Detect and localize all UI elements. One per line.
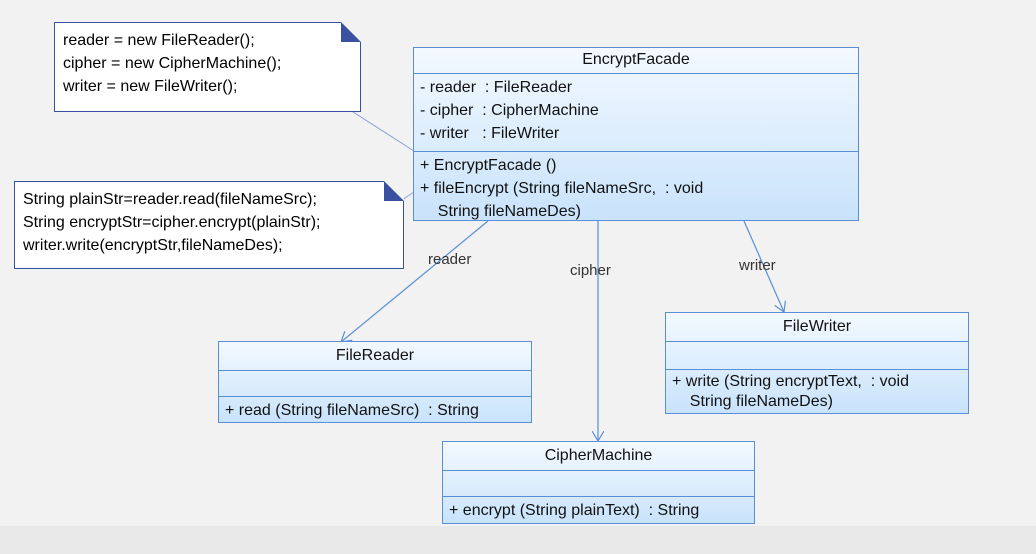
class-file-reader[interactable]: FileReader + read (String fileNameSrc) :… (218, 341, 532, 423)
class-name: EncryptFacade (414, 48, 858, 74)
note-line: String encryptStr=cipher.encrypt(plainSt… (23, 214, 321, 231)
note-line: reader = new FileReader(); (63, 32, 255, 49)
association-reader-line (341, 220, 489, 342)
operation-row: + EncryptFacade () (420, 157, 557, 174)
attributes-compartment: - reader : FileReader - cipher : CipherM… (414, 74, 858, 152)
note-line: writer = new FileWriter(); (63, 78, 238, 95)
operations-compartment: + read (String fileNameSrc) : String (219, 397, 531, 424)
note-line: writer.write(encryptStr,fileNameDes); (23, 237, 283, 254)
operation-row: + encrypt (String plainText) : String (449, 502, 700, 519)
class-file-writer[interactable]: FileWriter + write (String encryptText, … (665, 312, 969, 414)
operation-row: String fileNameDes) (672, 393, 833, 410)
association-label-cipher: cipher (570, 262, 611, 279)
association-label-writer: writer (739, 257, 776, 274)
class-name: FileWriter (666, 313, 968, 342)
attribute-row: - reader : FileReader (420, 79, 573, 96)
operation-row: String fileNameDes) (420, 203, 581, 220)
attributes-compartment (443, 471, 754, 497)
note-line: String plainStr=reader.read(fileNameSrc)… (23, 191, 317, 208)
association-writer-line (743, 220, 784, 312)
association-label-reader: reader (428, 251, 472, 268)
class-name: CipherMachine (443, 442, 754, 471)
canvas-bottom-strip (0, 526, 1036, 554)
note-fold-corner (341, 22, 361, 42)
operation-row: + read (String fileNameSrc) : String (225, 402, 479, 419)
attribute-row: - cipher : CipherMachine (420, 102, 599, 119)
note-file-encrypt: String plainStr=reader.read(fileNameSrc)… (14, 181, 404, 269)
operation-row: + fileEncrypt (String fileNameSrc, : voi… (420, 180, 704, 197)
attributes-compartment (219, 371, 531, 397)
class-encrypt-facade[interactable]: EncryptFacade - reader : FileReader - ci… (413, 47, 859, 221)
operations-compartment: + encrypt (String plainText) : String (443, 497, 754, 524)
note-line: cipher = new CipherMachine(); (63, 55, 282, 72)
class-name: FileReader (219, 342, 531, 371)
operations-compartment: + write (String encryptText, : void Stri… (666, 370, 968, 414)
class-cipher-machine[interactable]: CipherMachine + encrypt (String plainTex… (442, 441, 755, 524)
operation-row: + write (String encryptText, : void (672, 373, 909, 390)
attributes-compartment (666, 342, 968, 370)
note-anchor-line-1 (349, 109, 418, 154)
note-facade-constructor: reader = new FileReader(); cipher = new … (54, 22, 361, 112)
note-fold-corner (384, 181, 404, 201)
attribute-row: - writer : FileWriter (420, 125, 560, 142)
operations-compartment: + EncryptFacade () + fileEncrypt (String… (414, 152, 858, 225)
